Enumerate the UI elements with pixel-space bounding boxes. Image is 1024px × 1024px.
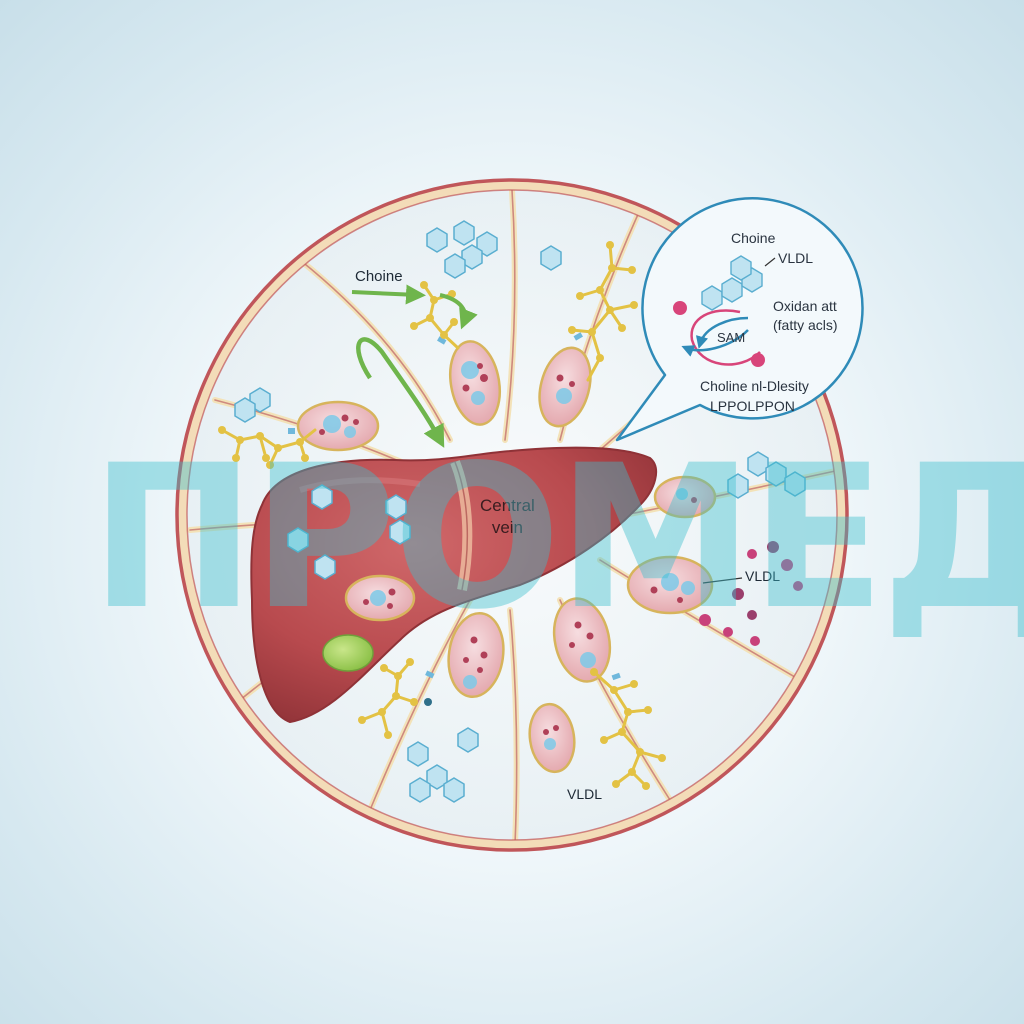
- uptake-arrow: [356, 337, 445, 448]
- callout-oxidation-label: Oxidan att: [773, 298, 837, 314]
- vldl-label-right: VLDL: [745, 568, 781, 584]
- hepatocyte-cell: [538, 346, 592, 428]
- vldl-right-leader: [702, 577, 743, 584]
- vldl-particles: [699, 541, 803, 646]
- molecule-fragments: [288, 332, 621, 706]
- callout-footer-line1: Choline nl-Dlesity: [700, 378, 809, 394]
- callout-sam-label: SAM: [717, 330, 746, 345]
- choline-arrow: [351, 284, 426, 305]
- hepatocyte-cell: [447, 611, 505, 699]
- callout-vldl-label: VLDL: [778, 250, 814, 266]
- hepatocyte-cell: [449, 340, 501, 426]
- sam-node-left: [673, 301, 687, 315]
- callout-fatty-acids-label: (fatty acls): [773, 317, 838, 333]
- sam-cycle-arc: [690, 309, 761, 366]
- vldl-label-bottom: VLDL: [567, 786, 603, 802]
- hepatocyte-cell: [344, 574, 416, 622]
- hepatocyte-cell: [528, 702, 576, 774]
- hepatocyte-cell: [653, 475, 717, 519]
- callout-footer-line2: LPPOLPPON: [710, 398, 795, 414]
- hepatocyte-cell: [626, 555, 714, 615]
- sam-node-right: [751, 353, 765, 367]
- hexagon-molecules: [234, 220, 806, 803]
- gallbladder: [322, 634, 374, 672]
- callout-hexagons: [701, 255, 763, 311]
- choline-curved-arrow: [439, 293, 478, 330]
- lobule-border: [175, 178, 849, 852]
- sam-cycle-arrow: [695, 316, 749, 349]
- choline-label: Choine: [355, 268, 403, 285]
- hepatocyte-cell: [552, 597, 612, 683]
- lobule-septum-ring: [177, 180, 847, 850]
- hepatocyte-cell: [296, 400, 380, 452]
- callout-choline-label: Choine: [731, 230, 776, 246]
- callout-bubble: [615, 197, 864, 442]
- central-vein-label: Central vein: [480, 496, 535, 537]
